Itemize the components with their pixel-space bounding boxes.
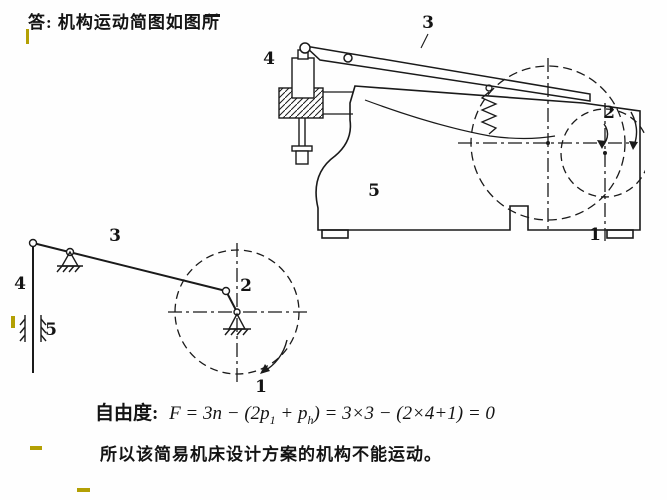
machine-label-5: 5: [368, 181, 380, 201]
dof-label: 自由度:: [95, 403, 159, 424]
lever-end-pivot: [299, 42, 311, 54]
kinematic-diagram: 3 4 5 2 1: [14, 226, 308, 397]
dof-formula: 自由度: F = 3n − (2p1 + ph) = 3×3 − (2×4+1)…: [95, 398, 495, 428]
yellow-mark-left: [11, 316, 15, 328]
label3-leader: [420, 33, 429, 49]
kin-label-1: 1: [255, 377, 267, 397]
machine-body: [315, 85, 641, 239]
tool-slide-assembly: [278, 49, 324, 165]
kin-label-5: 5: [45, 320, 57, 340]
fixed-pivot-support: [56, 247, 83, 273]
prismatic-guide: [19, 315, 47, 342]
eq-seg3: ) = 3×3 − (2×4+1) = 0: [313, 403, 495, 424]
arrowhead: [260, 364, 270, 374]
machine-label-1: 1: [589, 225, 601, 245]
eq-sub1: 1: [269, 412, 276, 427]
yellow-mark-bottom: [77, 488, 90, 492]
kin-label-2: 2: [240, 276, 252, 296]
lever-arm: [299, 33, 591, 102]
machine-label-3: 3: [422, 13, 434, 33]
crank-ground-support: [223, 312, 251, 336]
answer-text: 答: 机构运动简图如图所: [28, 8, 220, 33]
conclusion-text: 所以该简易机床设计方案的机构不能运动。: [100, 445, 442, 464]
arrowhead: [629, 141, 638, 150]
rotation-arrow-crank: [597, 123, 609, 149]
tool-cylinder: [291, 57, 315, 99]
kin-label-4: 4: [14, 274, 26, 294]
kin-label-3: 3: [109, 226, 121, 246]
joint-slider: [28, 238, 38, 248]
tool-foot: [295, 150, 309, 165]
dof-equation: F = 3n − (2p1 + ph) = 3×3 − (2×4+1) = 0: [169, 403, 495, 427]
spring: [480, 84, 498, 135]
yellow-mark-top: [26, 29, 29, 44]
eq-sub2: h: [307, 412, 314, 427]
lever-frame-pivot: [343, 53, 353, 63]
tool-crossbar: [291, 145, 313, 152]
eq-seg1: F = 3n − (2p: [169, 403, 270, 424]
linkage: [28, 238, 241, 373]
joint-crank-pin: [221, 286, 231, 296]
machine-label-4: 4: [263, 49, 275, 69]
rotation-arrow-pulley: [629, 111, 638, 150]
rotation-arrow: [260, 339, 288, 374]
machine-drawing: 3 4 5 2 1: [263, 13, 645, 245]
arrowhead: [597, 140, 606, 149]
machine-label-2: 2: [603, 103, 615, 123]
connecting-rod: [32, 242, 227, 292]
eq-seg2: + p: [275, 403, 308, 424]
answer-text-content: 答: 机构运动简图如图所: [28, 13, 220, 32]
yellow-mark-bottom-left: [30, 446, 42, 450]
partial-character-stroke: [205, 14, 220, 17]
